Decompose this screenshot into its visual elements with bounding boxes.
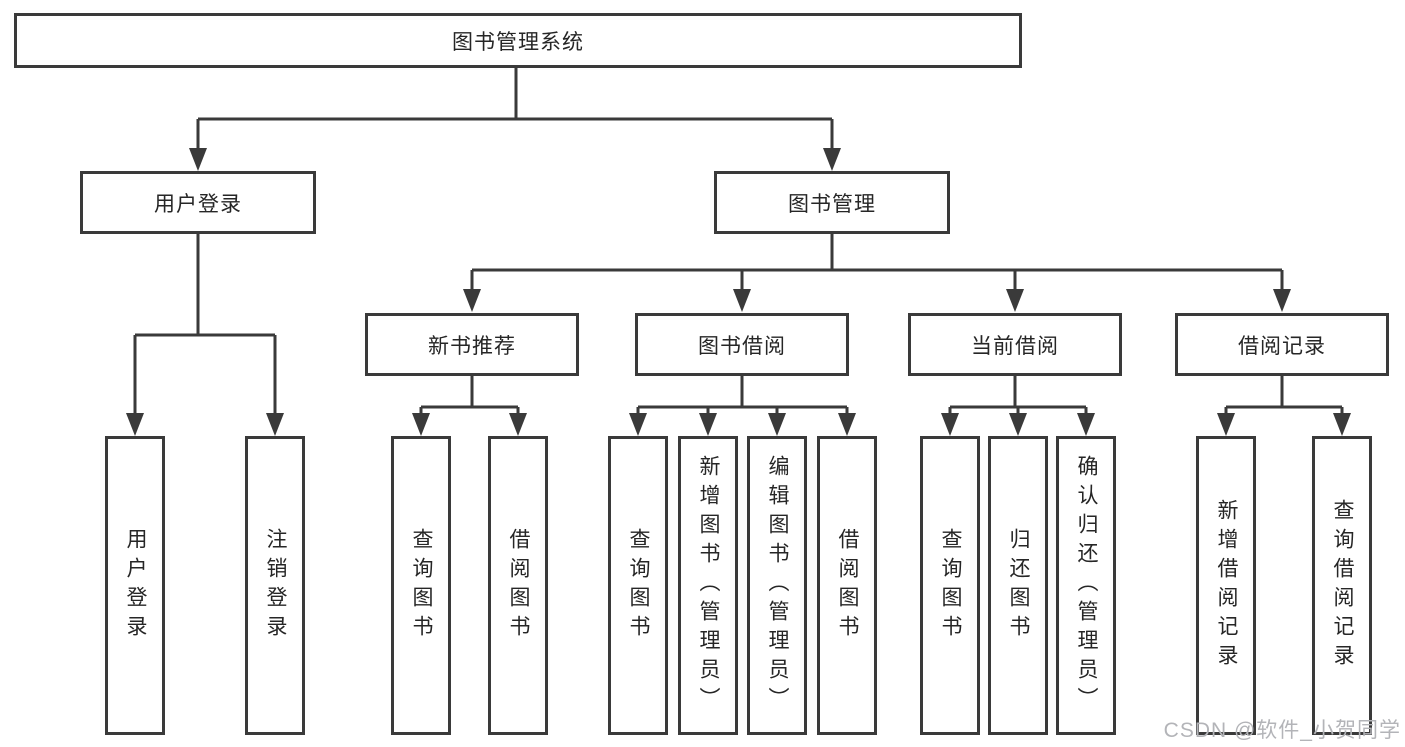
leaf-borrow-books: 借阅图书 [817,436,877,735]
leaf-query-borrow-record: 查询借阅记录 [1312,436,1372,735]
leaf-edit-book-admin: 编辑图书（管理员） [747,436,807,735]
leaf-add-book-admin: 新增图书（管理员） [678,436,738,735]
leaf-user-login: 用户登录 [105,436,165,735]
arrowheads [126,148,1351,436]
leaf-return-books: 归还图书 [988,436,1048,735]
leaf-borrow-books-recommend: 借阅图书 [488,436,548,735]
node-root: 图书管理系统 [14,13,1022,68]
node-user-login: 用户登录 [80,171,316,234]
node-book-borrow: 图书借阅 [635,313,849,376]
node-new-book-recommend: 新书推荐 [365,313,579,376]
watermark: CSDN @软件_小贺同学 [1163,719,1401,742]
node-book-management: 图书管理 [714,171,950,234]
leaf-query-books-recommend: 查询图书 [391,436,451,735]
node-borrow-records: 借阅记录 [1175,313,1389,376]
node-current-borrow: 当前借阅 [908,313,1122,376]
leaf-confirm-return-admin: 确认归还（管理员） [1056,436,1116,735]
leaf-query-books-current: 查询图书 [920,436,980,735]
leaf-logout: 注销登录 [245,436,305,735]
leaf-add-borrow-record: 新增借阅记录 [1196,436,1256,735]
leaf-query-books-borrow: 查询图书 [608,436,668,735]
